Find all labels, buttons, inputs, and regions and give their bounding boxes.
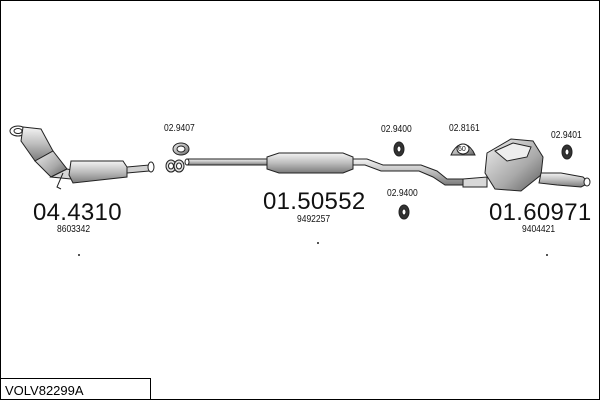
marker-dot <box>78 254 80 256</box>
fitting-label-02-9400-top: 02.9400 <box>381 124 412 135</box>
fitting-02-9401-drawing <box>561 144 573 160</box>
fitting-label-02-8161: 02.8161 <box>449 123 480 134</box>
part-number-catalyst: 04.4310 <box>33 199 122 226</box>
rear-silencer-drawing <box>462 138 591 192</box>
diagram-code: VOLV82299A <box>5 383 84 398</box>
marker-dot <box>317 242 319 244</box>
marker-dot <box>546 254 548 256</box>
fitting-02-8161-drawing <box>450 143 476 156</box>
oe-number-center-pipe: 9492257 <box>297 214 331 225</box>
catalyst-part-drawing <box>9 125 155 190</box>
fitting-02-9400-drawing <box>393 141 410 220</box>
gasket-size-label: 60 <box>458 146 466 153</box>
part-number-rear-silencer: 01.60971 <box>489 199 592 226</box>
center-pipe-drawing <box>184 152 464 186</box>
fitting-label-02-9407: 02.9407 <box>164 123 195 134</box>
oe-number-rear-silencer: 9404421 <box>522 224 556 235</box>
part-number-center-pipe: 01.50552 <box>263 188 366 215</box>
fitting-02-9407-drawing <box>165 142 190 173</box>
fitting-label-02-9400-bottom: 02.9400 <box>387 188 418 199</box>
oe-number-catalyst: 8603342 <box>57 224 91 235</box>
diagram-code-box: VOLV82299A <box>1 378 151 399</box>
fitting-label-02-9401: 02.9401 <box>551 130 582 141</box>
